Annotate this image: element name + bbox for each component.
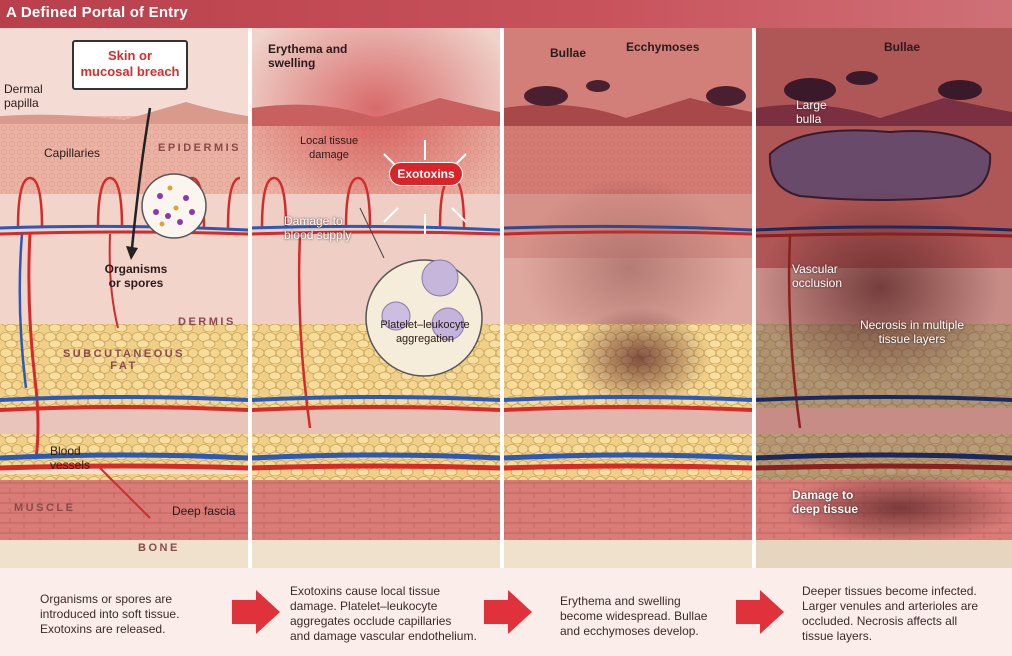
- caption-3-line-1: Erythema and swelling: [560, 594, 681, 608]
- title-bar: A Defined Portal of Entry: [0, 0, 1012, 28]
- subcutaneous-line-2: FAT: [110, 360, 138, 372]
- caption-3-line-2: become widespread. Bullae: [560, 609, 708, 623]
- bullae-label-panel-3: Bullae: [550, 46, 587, 60]
- ecchymoses-label: Ecchymoses: [626, 40, 700, 54]
- blood-vessels-line-2: vessels: [50, 458, 91, 472]
- bone-label: BONE: [138, 542, 180, 554]
- caption-1-line-1: Organisms or spores are: [40, 592, 173, 606]
- caption-1-line-2: introduced into soft tissue.: [40, 607, 180, 621]
- dermal-papilla-line-1: Dermal: [4, 82, 43, 96]
- breach-line-2: mucosal breach: [80, 64, 180, 79]
- transition-arrow: [232, 590, 280, 634]
- panel-2-tissue: [251, 28, 501, 568]
- blood-vessels-line-1: Blood: [50, 444, 81, 458]
- platelet-label: Platelet–leukocyte aggregation: [370, 318, 480, 346]
- large-bulla-shape: [768, 129, 992, 201]
- caption-4-line-4: tissue layers.: [802, 629, 873, 643]
- panel-4-tissue: [755, 28, 1012, 568]
- local-damage-label: Local tissue damage: [300, 134, 358, 162]
- damage-blood-line-2: blood supply: [284, 228, 352, 242]
- local-damage-line-2: damage: [309, 149, 349, 161]
- large-bulla-line-2: bulla: [796, 112, 822, 126]
- platelet-line-2: aggregation: [395, 333, 455, 345]
- panel-3-tissue: [503, 28, 753, 568]
- epidermis-label: EPIDERMIS: [158, 142, 242, 154]
- tissue-illustration: [0, 28, 1012, 656]
- erythema-line-2: swelling: [268, 56, 316, 70]
- transition-arrow: [484, 590, 532, 634]
- caption-2-line-3: aggregates occlude capillaries: [290, 614, 452, 628]
- caption-panel-1: Organisms or spores are introduced into …: [40, 592, 179, 637]
- necrosis-line-1: Necrosis in multiple: [859, 318, 965, 332]
- caption-panel-4: Deeper tissues become infected. Larger v…: [802, 584, 978, 644]
- figure-title: A Defined Portal of Entry: [6, 4, 188, 21]
- large-bulla-line-1: Large: [796, 98, 827, 112]
- vascular-line-1: Vascular: [792, 262, 838, 276]
- bullae-label-panel-4: Bullae: [884, 40, 921, 54]
- dermal-papilla-line-2: papilla: [4, 96, 39, 110]
- caption-4-line-1: Deeper tissues become infected.: [802, 584, 977, 598]
- deep-damage-line-1: Damage to: [792, 488, 854, 502]
- organisms-line-1: Organisms: [104, 262, 168, 276]
- exotoxins-badge: Exotoxins: [389, 162, 463, 186]
- panel-divider: [752, 28, 756, 656]
- caption-panel-2: Exotoxins cause local tissue damage. Pla…: [290, 584, 477, 644]
- subcutaneous-line-1: SUBCUTANEOUS: [62, 348, 186, 360]
- caption-2-line-4: and damage vascular endothelium.: [290, 629, 477, 643]
- platelet-line-1: Platelet–leukocyte: [380, 319, 470, 331]
- erythema-line-1: Erythema and: [268, 42, 348, 56]
- caption-4-line-3: occluded. Necrosis affects all: [802, 614, 958, 628]
- panel-divider: [500, 28, 504, 656]
- organisms-inset: [141, 173, 207, 239]
- caption-2-line-1: Exotoxins cause local tissue: [290, 584, 441, 598]
- necrosis-line-2: tissue layers: [878, 332, 946, 346]
- capillaries-label: Capillaries: [44, 146, 101, 160]
- caption-panel-3: Erythema and swelling become widespread.…: [560, 594, 707, 639]
- organisms-line-2: or spores: [108, 276, 164, 290]
- breach-line-1: Skin or: [107, 48, 153, 63]
- vascular-line-2: occlusion: [792, 276, 843, 290]
- local-damage-line-1: Local tissue: [300, 135, 359, 147]
- caption-2-line-2: damage. Platelet–leukocyte: [290, 599, 438, 613]
- deep-fascia-label: Deep fascia: [172, 504, 236, 518]
- deep-damage-line-2: deep tissue: [792, 502, 859, 516]
- caption-3-line-3: and ecchymoses develop.: [560, 624, 699, 638]
- damage-blood-line-1: Damage to: [284, 214, 343, 228]
- muscle-label: MUSCLE: [14, 502, 76, 514]
- caption-4-line-2: Larger venules and arterioles are: [802, 599, 979, 613]
- caption-1-line-3: Exotoxins are released.: [40, 622, 166, 636]
- panel-divider: [248, 28, 252, 656]
- panel-1-tissue: [0, 28, 249, 568]
- dermis-label: DERMIS: [178, 316, 236, 328]
- transition-arrow: [736, 590, 784, 634]
